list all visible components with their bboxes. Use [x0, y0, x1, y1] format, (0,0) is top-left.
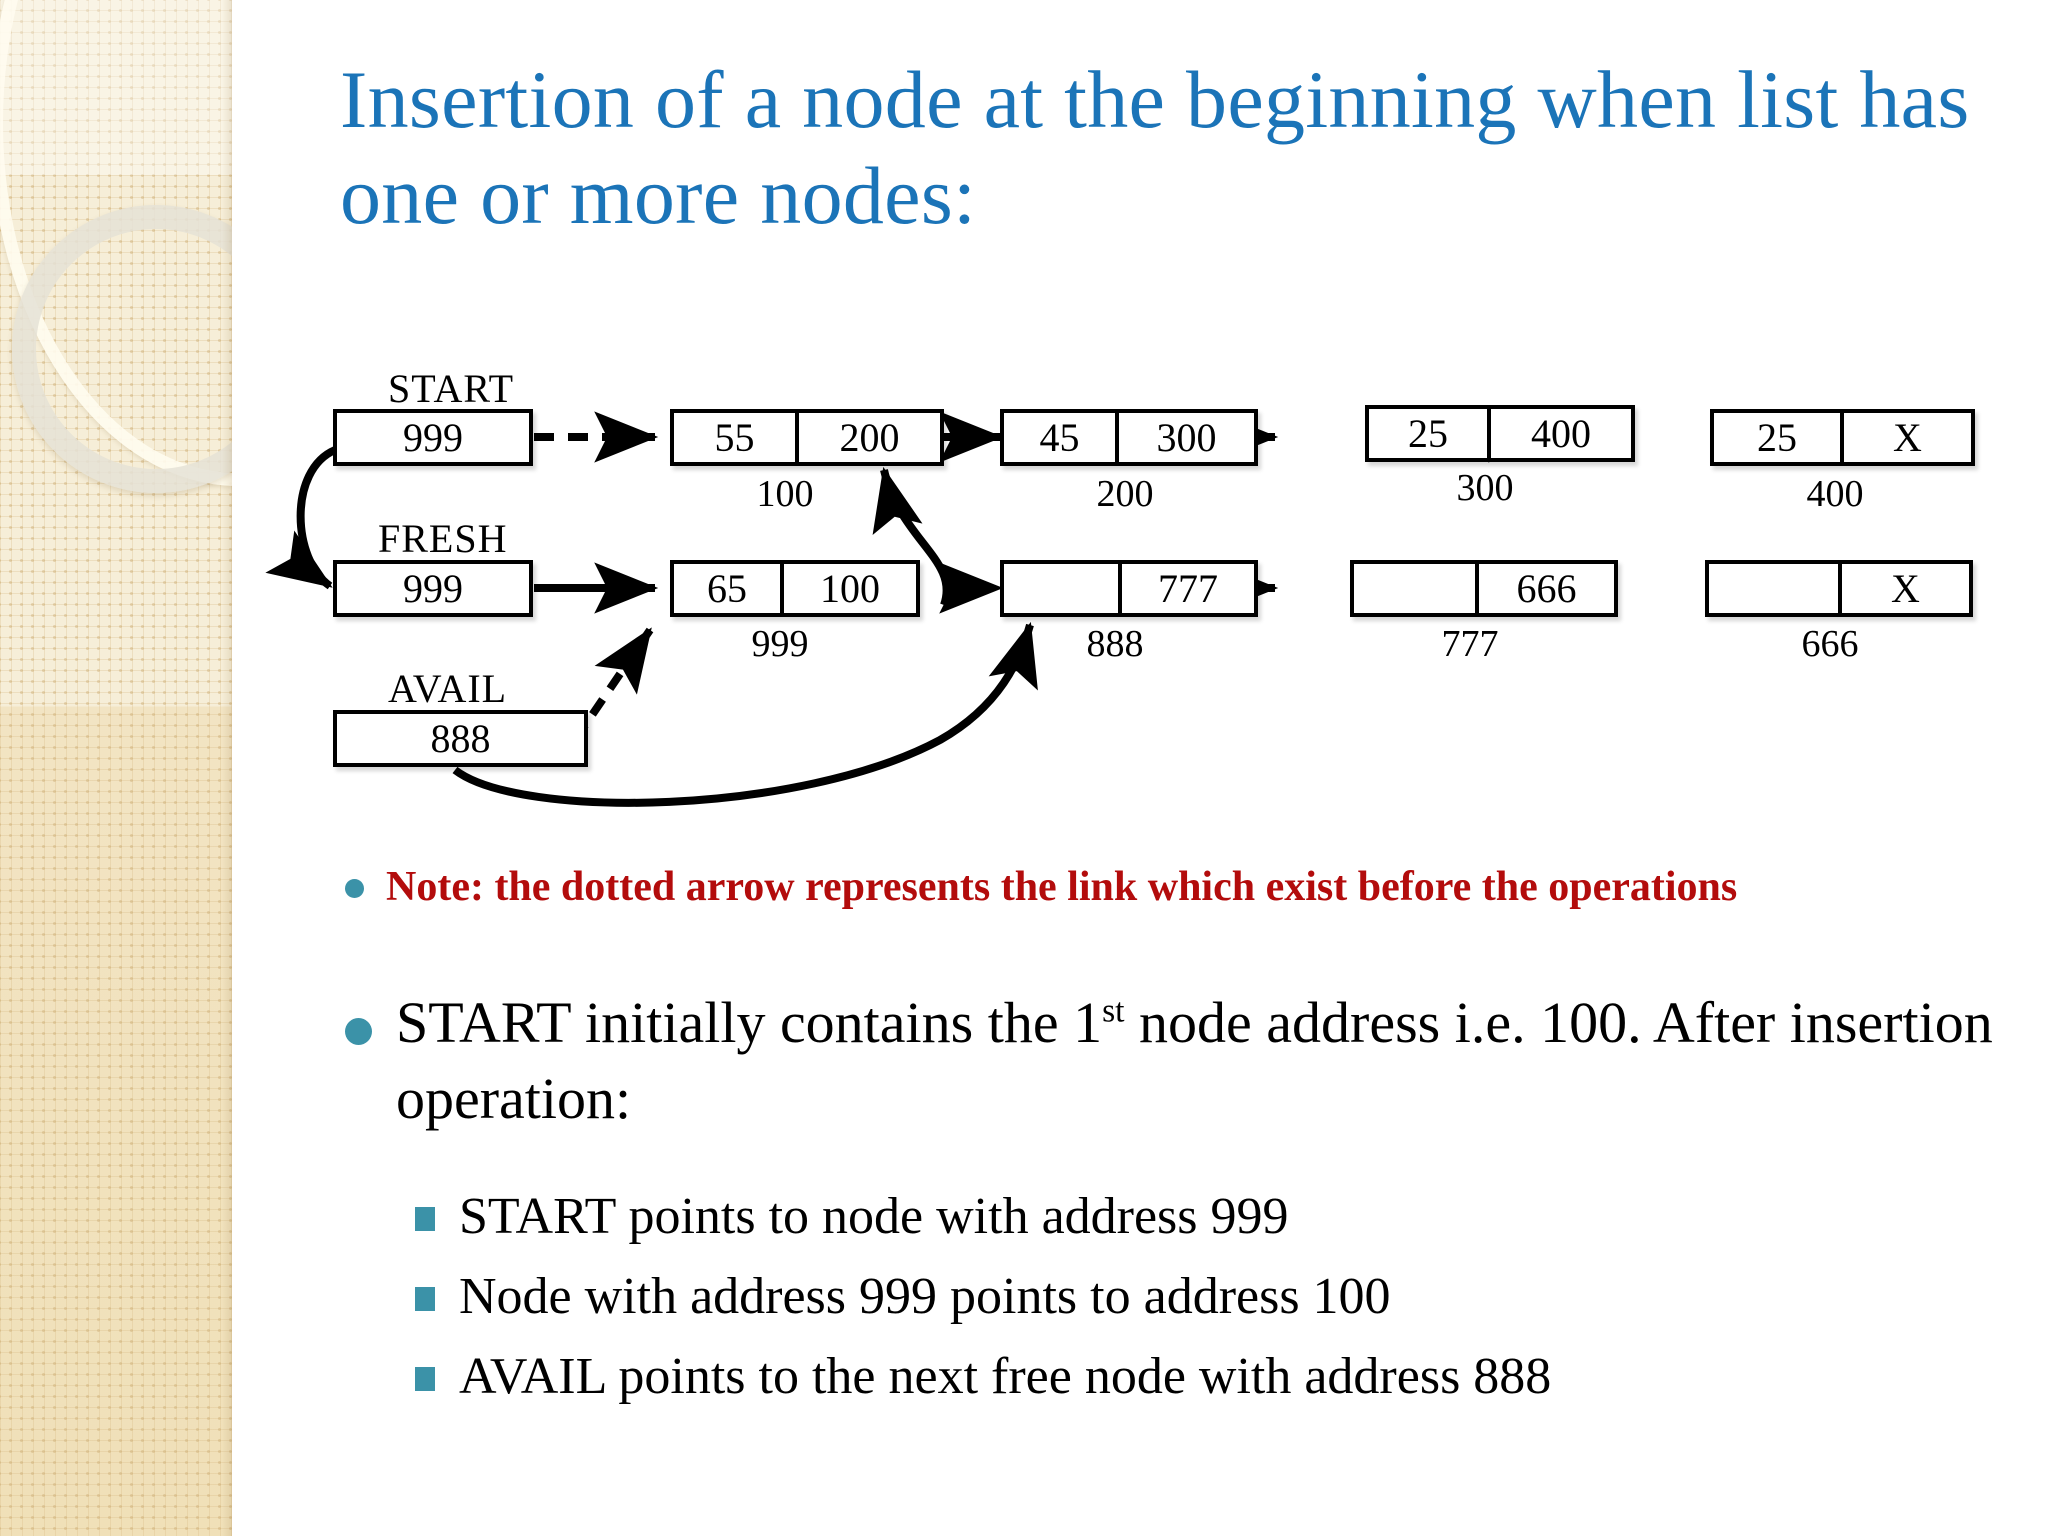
arrow-avail-to-node888-curve	[452, 621, 1038, 807]
bullet-dot-icon	[345, 1018, 372, 1045]
sidebar-edge-shadow	[222, 0, 232, 1536]
sub-bullet-text: AVAIL points to the next free node with …	[459, 1348, 1552, 1405]
pointer-label-avail: AVAIL	[388, 666, 508, 711]
node-row1-2: 25 400	[1365, 405, 1635, 462]
node-data-row1-1: 45	[1004, 413, 1119, 462]
main-bullet-part1: START initially contains the 1	[396, 990, 1103, 1055]
arrow-node999-link-to-node100-curve	[872, 466, 951, 607]
node-link-row1-3: X	[1893, 415, 1922, 460]
node-data-row2-3	[1709, 564, 1842, 613]
node-row1-1: 45 300	[1000, 409, 1258, 466]
note-text: Note: the dotted arrow represents the li…	[386, 864, 1738, 910]
node-data-row1-3: 25	[1714, 413, 1844, 462]
node-address-row1-0: 100	[756, 473, 814, 515]
pointer-box-fresh: 999	[333, 560, 533, 617]
node-row2-3: X	[1705, 560, 1973, 617]
node-data-row1-2: 25	[1369, 409, 1491, 458]
node-link-row2-2: 666	[1516, 566, 1577, 611]
node-data-row2-2	[1354, 564, 1479, 613]
bullet-square-icon	[415, 1207, 435, 1231]
node-data-row2-0: 65	[674, 564, 784, 613]
sub-bullet-text: START points to node with address 999	[459, 1188, 1289, 1245]
main-bullet-part2: node address i.e. 100. After insertion o…	[396, 990, 1993, 1131]
list-item: AVAIL points to the next free node with …	[415, 1345, 2035, 1409]
pointer-value-start: 999	[403, 415, 463, 460]
node-link-row2-1: 777	[1158, 566, 1218, 611]
main-bullet-text: START initially contains the 1st node ad…	[396, 985, 2035, 1137]
node-address-row2-2: 777	[1441, 623, 1499, 665]
note-bullet: Note: the dotted arrow represents the li…	[345, 855, 2035, 919]
pointer-value-avail: 888	[430, 716, 491, 761]
main-bullet-ordinal-suffix: st	[1102, 992, 1125, 1030]
node-row2-2: 666	[1350, 560, 1618, 617]
pointer-label-fresh: FRESH	[378, 516, 508, 561]
arrow-start-to-fresh-curve	[265, 446, 337, 590]
node-link-row1-2: 400	[1531, 411, 1591, 456]
node-link-row1-0: 200	[839, 415, 900, 460]
node-address-row2-0: 999	[751, 623, 809, 665]
pointer-box-avail: 888	[333, 710, 588, 767]
list-item: Node with address 999 points to address …	[415, 1265, 2035, 1329]
node-address-row2-3: 666	[1801, 623, 1859, 665]
node-row2-0: 65 100	[670, 560, 920, 617]
node-address-row1-2: 300	[1456, 467, 1514, 509]
node-data-row1-0: 55	[674, 413, 799, 462]
pointer-label-start: START	[388, 366, 515, 411]
decorative-sidebar	[0, 0, 232, 1536]
bullet-square-icon	[415, 1367, 435, 1391]
bullet-dot-icon	[345, 879, 364, 898]
arrow-avail-to-node999-dashed	[571, 627, 654, 743]
node-address-row2-1: 888	[1086, 623, 1144, 665]
sub-bullet-list: START points to node with address 999 No…	[415, 1185, 2035, 1425]
node-address-row1-3: 400	[1806, 473, 1864, 515]
list-item: START points to node with address 999	[415, 1185, 2035, 1249]
node-link-row1-1: 300	[1156, 415, 1217, 460]
node-address-row1-1: 200	[1096, 473, 1154, 515]
main-bullet: START initially contains the 1st node ad…	[345, 985, 2035, 1137]
bullet-square-icon	[415, 1287, 435, 1311]
node-link-row2-3: X	[1891, 566, 1920, 611]
node-row1-3: 25 X	[1710, 409, 1975, 466]
node-data-row2-1	[1004, 564, 1122, 613]
sub-bullet-text: Node with address 999 points to address …	[459, 1268, 1391, 1325]
pointer-box-start: 999	[333, 409, 533, 466]
node-row1-0: 55 200	[670, 409, 944, 466]
node-link-row2-0: 100	[820, 566, 880, 611]
node-row2-1: 777	[1000, 560, 1258, 617]
page-title: Insertion of a node at the beginning whe…	[340, 54, 1970, 241]
pointer-value-fresh: 999	[403, 566, 463, 611]
